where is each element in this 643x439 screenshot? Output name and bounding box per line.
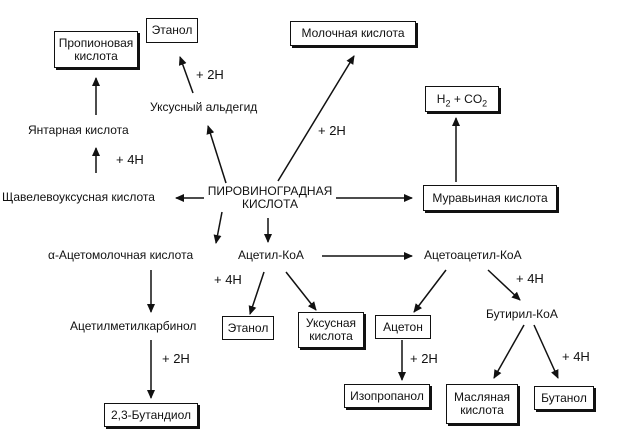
acetic-acid-box: Уксусная кислота xyxy=(298,312,364,348)
h2-co2-box: H2 + CO2 xyxy=(425,86,499,112)
succinic-acid-label: Янтарная кислота xyxy=(28,123,129,137)
hydrogen-label-isopropanol: + 2H xyxy=(410,351,438,366)
butanediol-label: 2,3-Бутандиол xyxy=(110,407,192,422)
hydrogen-label-butanol: + 4H xyxy=(562,349,590,364)
formic-acid-label: Муравьиная кислота xyxy=(432,190,548,205)
hydrogen-label-succinic: + 4H xyxy=(116,152,144,167)
arrow-pyruvate-to-acetolactic xyxy=(213,211,223,244)
formic-acid-box: Муравьиная кислота xyxy=(423,185,557,211)
acetone-box: Ацетон xyxy=(375,315,431,339)
butyric-acid-line1: Масляная xyxy=(453,390,511,404)
butyric-acid-box: Масляная кислота xyxy=(446,384,518,424)
ethanol-top-box: Этанол xyxy=(146,18,198,43)
isopropanol-box: Изопропанол xyxy=(344,384,430,408)
pyruvic-acid-line1: ПИРОВИНОГРАДНАЯ xyxy=(207,184,333,198)
butanol-box: Бутанол xyxy=(534,386,594,410)
h2-co2-label: H2 + CO2 xyxy=(436,91,488,108)
acetic-acid-line1: Уксусная xyxy=(305,316,357,330)
butyric-acid-line2: кислота xyxy=(460,403,504,417)
acetaldehyde-label: Уксусный альдегид xyxy=(150,100,258,114)
arrow-acetoacetyl-coa-to-acetone xyxy=(413,269,447,313)
hydrogen-label-acetyl-products: + 4H xyxy=(214,272,242,287)
acetoacetyl-coa-label: Ацетоацетил-КоА xyxy=(424,248,522,262)
arrow-butyryl-coa-to-butanol xyxy=(533,324,559,379)
hydrogen-label-ethanol-top: + 2H xyxy=(196,67,224,82)
arrow-acetoacetyl-coa-to-butyryl-coa xyxy=(487,269,521,301)
arrow-butyryl-coa-to-butyric xyxy=(493,324,525,379)
ethanol-bottom-label: Этанол xyxy=(227,320,269,335)
acetic-acid-line2: кислота xyxy=(309,329,353,343)
isopropanol-label: Изопропанол xyxy=(350,388,424,403)
butyryl-coa-label: Бутирил-КоА xyxy=(486,307,558,321)
butanediol-box: 2,3-Бутандиол xyxy=(104,403,198,427)
acetolactic-acid-label: α-Ацетомолочная кислота xyxy=(48,248,194,262)
ethanol-top-label: Этанол xyxy=(151,23,193,37)
arrow-pyruvate-to-acetaldehyde xyxy=(206,125,227,184)
lactic-acid-label: Молочная кислота xyxy=(301,26,405,40)
butanol-label: Бутанол xyxy=(541,390,587,405)
arrow-pyruvate-to-lactic xyxy=(277,55,355,182)
arrow-acetaldehyde-to-ethanol xyxy=(178,56,194,94)
propionic-acid-line1: Пропионовая xyxy=(58,35,134,50)
pyruvic-acid-label: ПИРОВИНОГРАДНАЯ КИСЛОТА xyxy=(204,185,336,211)
arrow-acetyl-coa-to-acetic xyxy=(285,271,317,311)
acetylmethylcarbinol-label: Ацетилметилкарбинол xyxy=(70,319,197,333)
pyruvic-acid-line2: КИСЛОТА xyxy=(241,197,299,211)
acetyl-coa-label: Ацетил-КоА xyxy=(238,248,304,262)
oxaloacetic-acid-label: Щавелевоуксусная кислота xyxy=(2,190,155,204)
propionic-acid-box: Пропионовая кислота xyxy=(54,31,138,68)
hydrogen-label-butyryl: + 4H xyxy=(516,271,544,286)
lactic-acid-box: Молочная кислота xyxy=(290,21,416,46)
acetone-label: Ацетон xyxy=(383,319,423,334)
arrow-acetyl-coa-to-ethanol xyxy=(248,271,265,315)
ethanol-bottom-box: Этанол xyxy=(222,316,274,340)
hydrogen-label-butanediol: + 2H xyxy=(162,351,190,366)
hydrogen-label-acetaldehyde: + 2H xyxy=(318,123,346,138)
propionic-acid-line2: кислота xyxy=(74,48,118,63)
